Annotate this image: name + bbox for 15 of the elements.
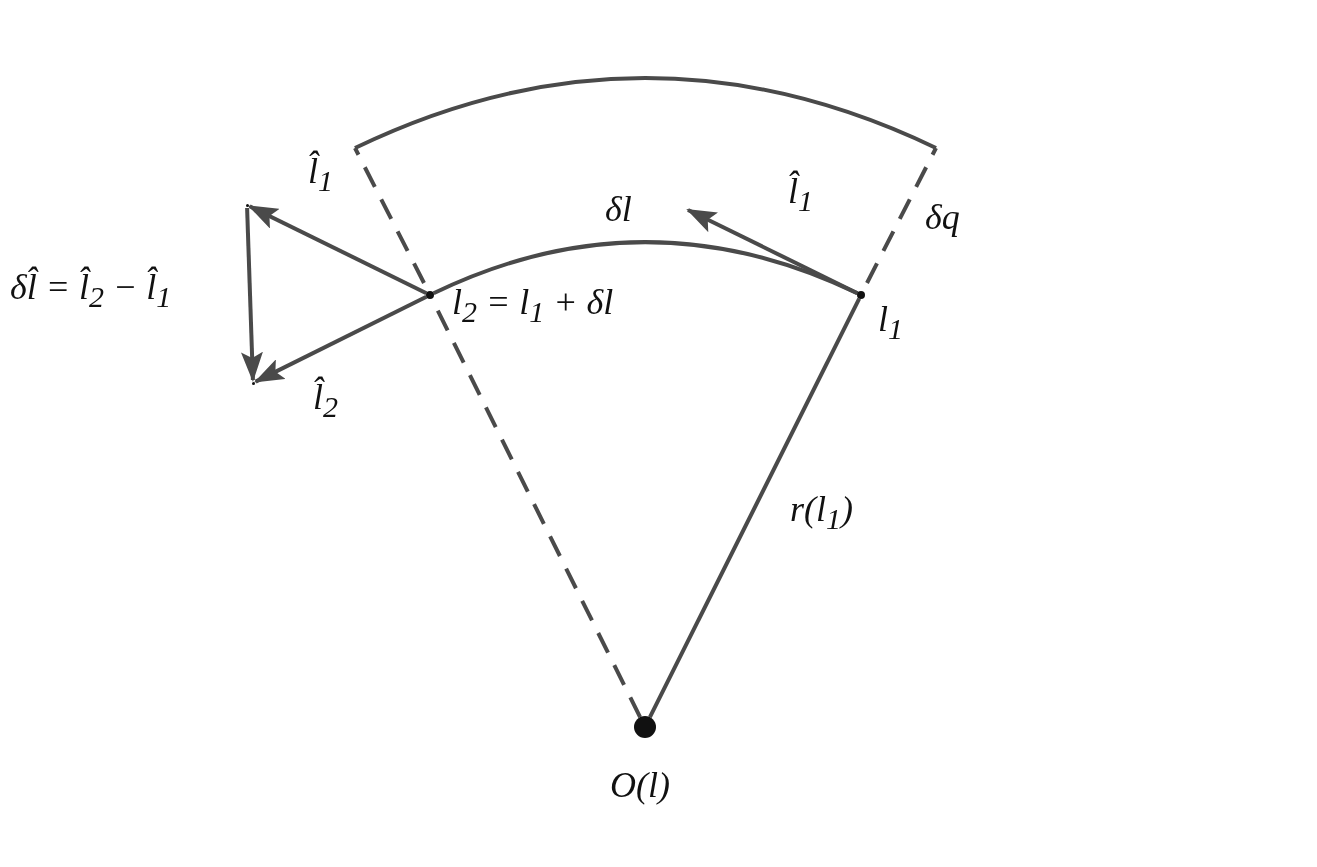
edge-label: l̂$_{2}$ (313, 378, 338, 424)
point-label: l$_{1}$ (878, 300, 903, 346)
point-label: l$_{2}$ = l$_{1}$ + δl (452, 283, 614, 329)
edge-label: r(l$_{1}$) (790, 490, 853, 536)
arrow (253, 295, 428, 384)
edge-label: δl (605, 190, 632, 230)
edge-label: δl̂ = l̂$_{2}$ − l̂$_{1}$ (10, 268, 172, 314)
edge-label: l̂$_{1}$ (308, 152, 333, 198)
edge-label: l̂$_{1}$ (788, 172, 813, 218)
arrow (240, 207, 263, 382)
arrow (247, 204, 428, 296)
arrow (686, 208, 859, 296)
point-label: O(l) (610, 766, 670, 806)
line (648, 297, 861, 719)
angle-label: δq (925, 198, 960, 238)
